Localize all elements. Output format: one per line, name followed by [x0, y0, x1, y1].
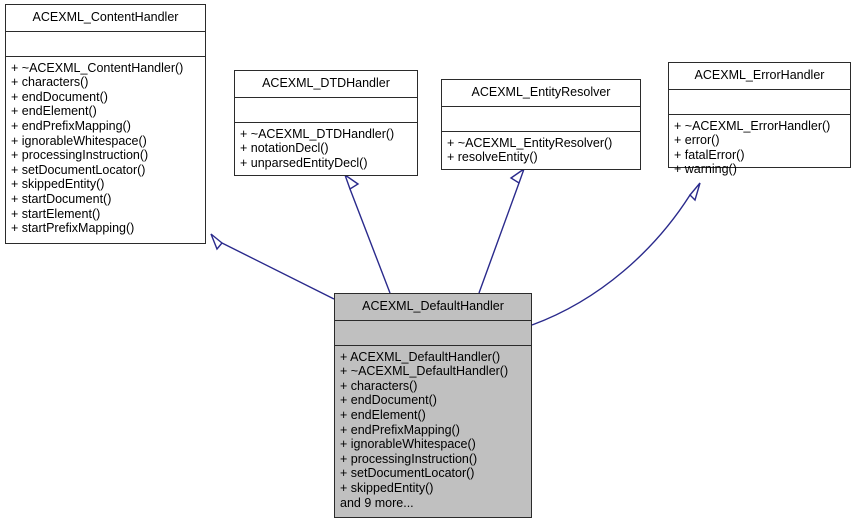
operation-item: + fatalError()	[674, 147, 745, 162]
edge-defaulthandler-to-dtdhandler	[343, 173, 391, 294]
operation-item: + ignorableWhitespace()	[340, 437, 476, 452]
operation-more-indicator: and 9 more...	[340, 495, 414, 510]
class-operations-acexml-errorhandler: + ~ACEXML_ErrorHandler() + error() + fat…	[669, 115, 850, 182]
operation-item: + ignorableWhitespace()	[11, 133, 147, 148]
operation-item: + characters()	[340, 378, 418, 393]
class-box-acexml-contenthandler[interactable]: ACEXML_ContentHandler + ~ACEXML_ContentH…	[5, 4, 206, 244]
class-title-acexml-contenthandler: ACEXML_ContentHandler	[6, 5, 205, 32]
operation-item: + endElement()	[11, 104, 97, 119]
class-attributes-acexml-defaulthandler	[335, 321, 531, 346]
operation-item: + setDocumentLocator()	[11, 162, 146, 177]
class-operations-acexml-dtdhandler: + ~ACEXML_DTDHandler() + notationDecl() …	[235, 123, 417, 176]
operation-item: + ~ACEXML_DefaultHandler()	[340, 364, 509, 379]
operation-item: + endPrefixMapping()	[340, 422, 460, 437]
operation-item: + warning()	[674, 162, 737, 177]
class-operations-acexml-contenthandler: + ~ACEXML_ContentHandler() + characters(…	[6, 57, 205, 241]
operation-item: + processingInstruction()	[11, 148, 149, 163]
class-attributes-acexml-errorhandler	[669, 90, 850, 115]
edge-defaulthandler-to-errorhandler	[531, 182, 701, 326]
operation-item: + endElement()	[340, 407, 426, 422]
operation-item: + ~ACEXML_DTDHandler()	[240, 126, 395, 141]
class-title-acexml-dtdhandler: ACEXML_DTDHandler	[235, 71, 417, 98]
class-attributes-acexml-dtdhandler	[235, 98, 417, 123]
operation-item: + startDocument()	[11, 191, 112, 206]
operation-item: + startPrefixMapping()	[11, 221, 135, 236]
class-title-acexml-entityresolver: ACEXML_EntityResolver	[442, 80, 640, 107]
class-attributes-acexml-entityresolver	[442, 107, 640, 132]
operation-item: + processingInstruction()	[340, 451, 478, 466]
operation-item: + skippedEntity()	[11, 177, 105, 192]
operation-item: + ~ACEXML_ErrorHandler()	[674, 118, 831, 133]
class-box-acexml-entityresolver[interactable]: ACEXML_EntityResolver + ~ACEXML_EntityRe…	[441, 79, 641, 170]
class-box-acexml-errorhandler[interactable]: ACEXML_ErrorHandler + ~ACEXML_ErrorHandl…	[668, 62, 851, 176]
class-operations-acexml-defaulthandler: + ACEXML_DefaultHandler() + ~ACEXML_Defa…	[335, 346, 531, 516]
edge-defaulthandler-to-contenthandler	[210, 233, 335, 300]
class-operations-acexml-entityresolver: + ~ACEXML_EntityResolver() + resolveEnti…	[442, 132, 640, 170]
operation-item: + skippedEntity()	[340, 480, 434, 495]
operation-item: + resolveEntity()	[447, 150, 538, 165]
class-box-acexml-dtdhandler[interactable]: ACEXML_DTDHandler + ~ACEXML_DTDHandler()…	[234, 70, 418, 176]
edge-defaulthandler-to-entityresolver	[478, 167, 526, 294]
class-attributes-acexml-contenthandler	[6, 32, 205, 57]
operation-item: + ~ACEXML_EntityResolver()	[447, 135, 613, 150]
operation-item: + ACEXML_DefaultHandler()	[340, 349, 501, 364]
operation-item: + notationDecl()	[240, 141, 329, 156]
operation-item: + characters()	[11, 75, 89, 90]
operation-item: + unparsedEntityDecl()	[240, 155, 368, 170]
operation-item: + endDocument()	[340, 393, 437, 408]
class-title-acexml-errorhandler: ACEXML_ErrorHandler	[669, 63, 850, 90]
operation-item: + ~ACEXML_ContentHandler()	[11, 60, 184, 75]
operation-item: + endDocument()	[11, 89, 108, 104]
class-title-acexml-defaulthandler: ACEXML_DefaultHandler	[335, 294, 531, 321]
operation-item: + error()	[674, 133, 720, 148]
operation-item: + endPrefixMapping()	[11, 118, 131, 133]
class-box-acexml-defaulthandler[interactable]: ACEXML_DefaultHandler + ACEXML_DefaultHa…	[334, 293, 532, 518]
operation-item: + setDocumentLocator()	[340, 466, 475, 481]
operation-item: + startElement()	[11, 206, 101, 221]
